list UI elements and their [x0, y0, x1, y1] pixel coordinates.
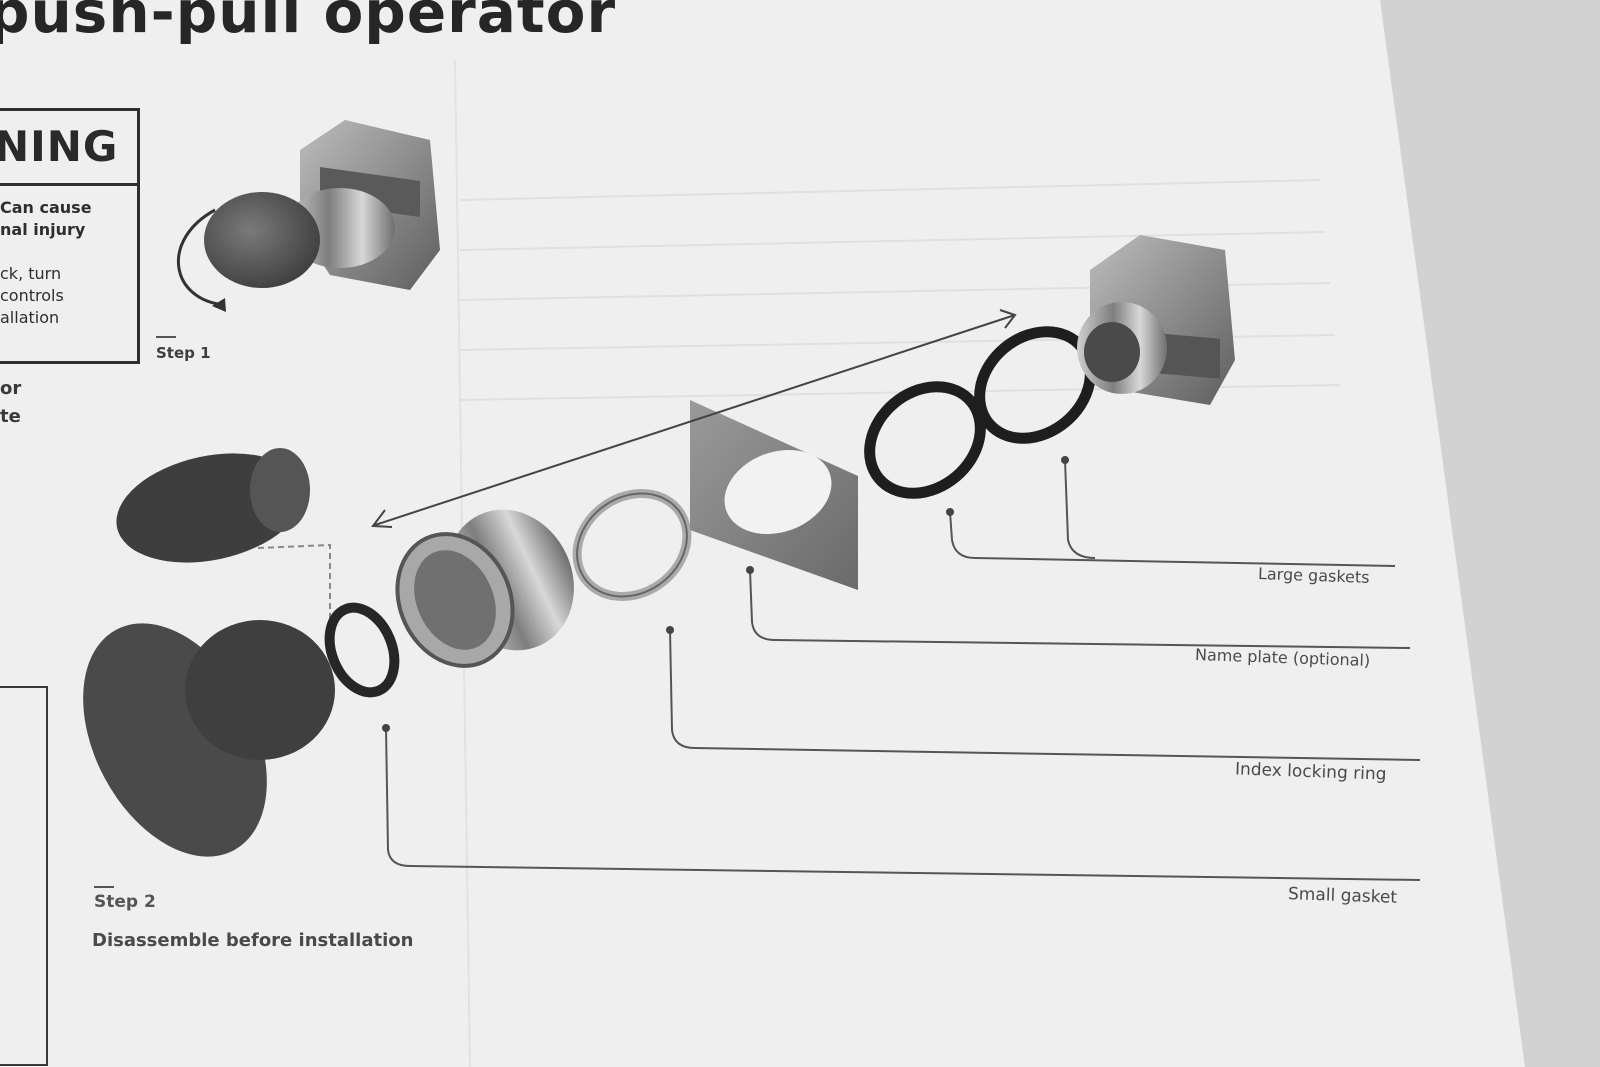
step1-label: Step 1 [156, 344, 211, 362]
metal-bezel [395, 509, 574, 668]
small-gasket-part [324, 602, 400, 698]
step2-assembly [83, 235, 1421, 881]
mushroom-head [204, 192, 320, 288]
leader-small-gasket [385, 727, 1421, 881]
leader-large-gasket-1 [949, 511, 1396, 567]
rotate-arrow [177, 208, 226, 307]
leader-large-gasket-2 [1064, 459, 1096, 559]
dashed-connector [257, 543, 331, 640]
push-cylinder [116, 448, 310, 563]
step1-dash [156, 336, 176, 338]
step1-operator-image [177, 120, 440, 312]
step2-caption: Disassemble before installation [92, 930, 414, 951]
callout-large-gaskets: Large gaskets [1257, 564, 1370, 587]
mushroom-cap [83, 620, 335, 857]
leader-name-plate [749, 569, 1411, 649]
text-fragment: te [0, 406, 21, 427]
warning-heading: NING [0, 122, 119, 171]
leader-index-ring [669, 629, 1421, 761]
leader-lines [385, 459, 1421, 881]
callout-small-gasket: Small gasket [1287, 884, 1398, 908]
warning-line: nal injury [0, 220, 86, 239]
rotate-arrow-head [212, 298, 226, 312]
side-frame-box [0, 686, 48, 1066]
warning-line: ck, turn [0, 264, 62, 283]
text-fragment: or [0, 378, 22, 399]
table-surface [1380, 0, 1600, 1067]
step2-contact-block [1077, 235, 1235, 405]
assembly-arrow [374, 314, 1016, 526]
document-title: push-pull operator [0, 0, 617, 46]
step2-dash [94, 886, 114, 888]
warning-line: allation [0, 308, 60, 327]
warning-line: Can cause [0, 198, 92, 217]
step2-label: Step 2 [94, 892, 156, 912]
warning-box [0, 108, 140, 364]
warning-line: controls [0, 286, 64, 305]
large-gasket-1 [864, 381, 986, 499]
leader-dots [382, 456, 1069, 732]
warning-header [0, 108, 140, 186]
name-plate-hole [724, 449, 832, 535]
